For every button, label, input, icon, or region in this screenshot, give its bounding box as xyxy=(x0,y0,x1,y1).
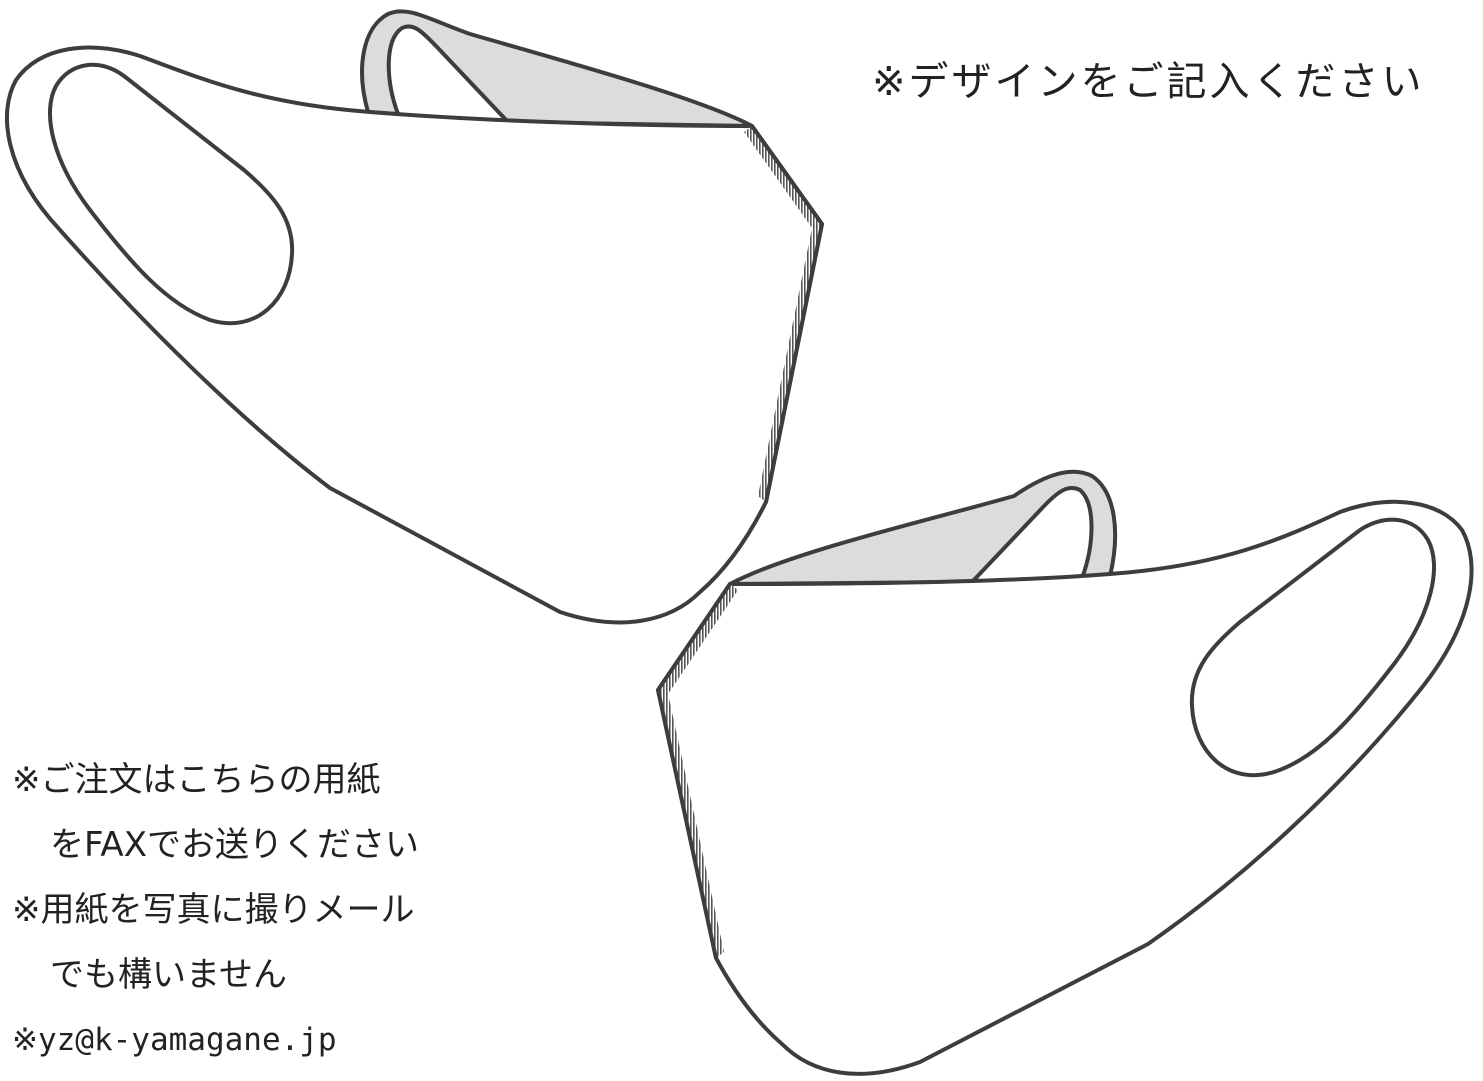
mask-left xyxy=(5,9,824,625)
mask-right-ear-loop-opening xyxy=(970,485,1094,584)
order-notes: ※ご注文はこちらの用紙 をFAXでお送りください ※用紙を写真に撮りメール でも… xyxy=(12,748,419,1073)
mask-right xyxy=(656,469,1474,1076)
order-note-line-2: をFAXでお送りください xyxy=(50,825,419,865)
order-note-line-4: でも構いません xyxy=(50,955,287,995)
contact-email: ※yz@k-yamagane.jp xyxy=(12,1022,337,1058)
mask-right-ear-hole xyxy=(1189,517,1436,778)
mask-right-seam-hatch xyxy=(658,584,738,958)
mask-left-ear-loop-opening xyxy=(386,24,510,124)
mask-right-seam-outline xyxy=(656,582,732,959)
order-note-line-3: ※用紙を写真に撮りメール xyxy=(12,890,415,930)
design-instruction: ※デザインをご記入ください xyxy=(872,59,1425,105)
mask-left-seam-outline xyxy=(750,124,824,503)
mask-left-ear-hole xyxy=(48,62,295,326)
order-note-line-1: ※ご注文はこちらの用紙 xyxy=(12,760,381,800)
